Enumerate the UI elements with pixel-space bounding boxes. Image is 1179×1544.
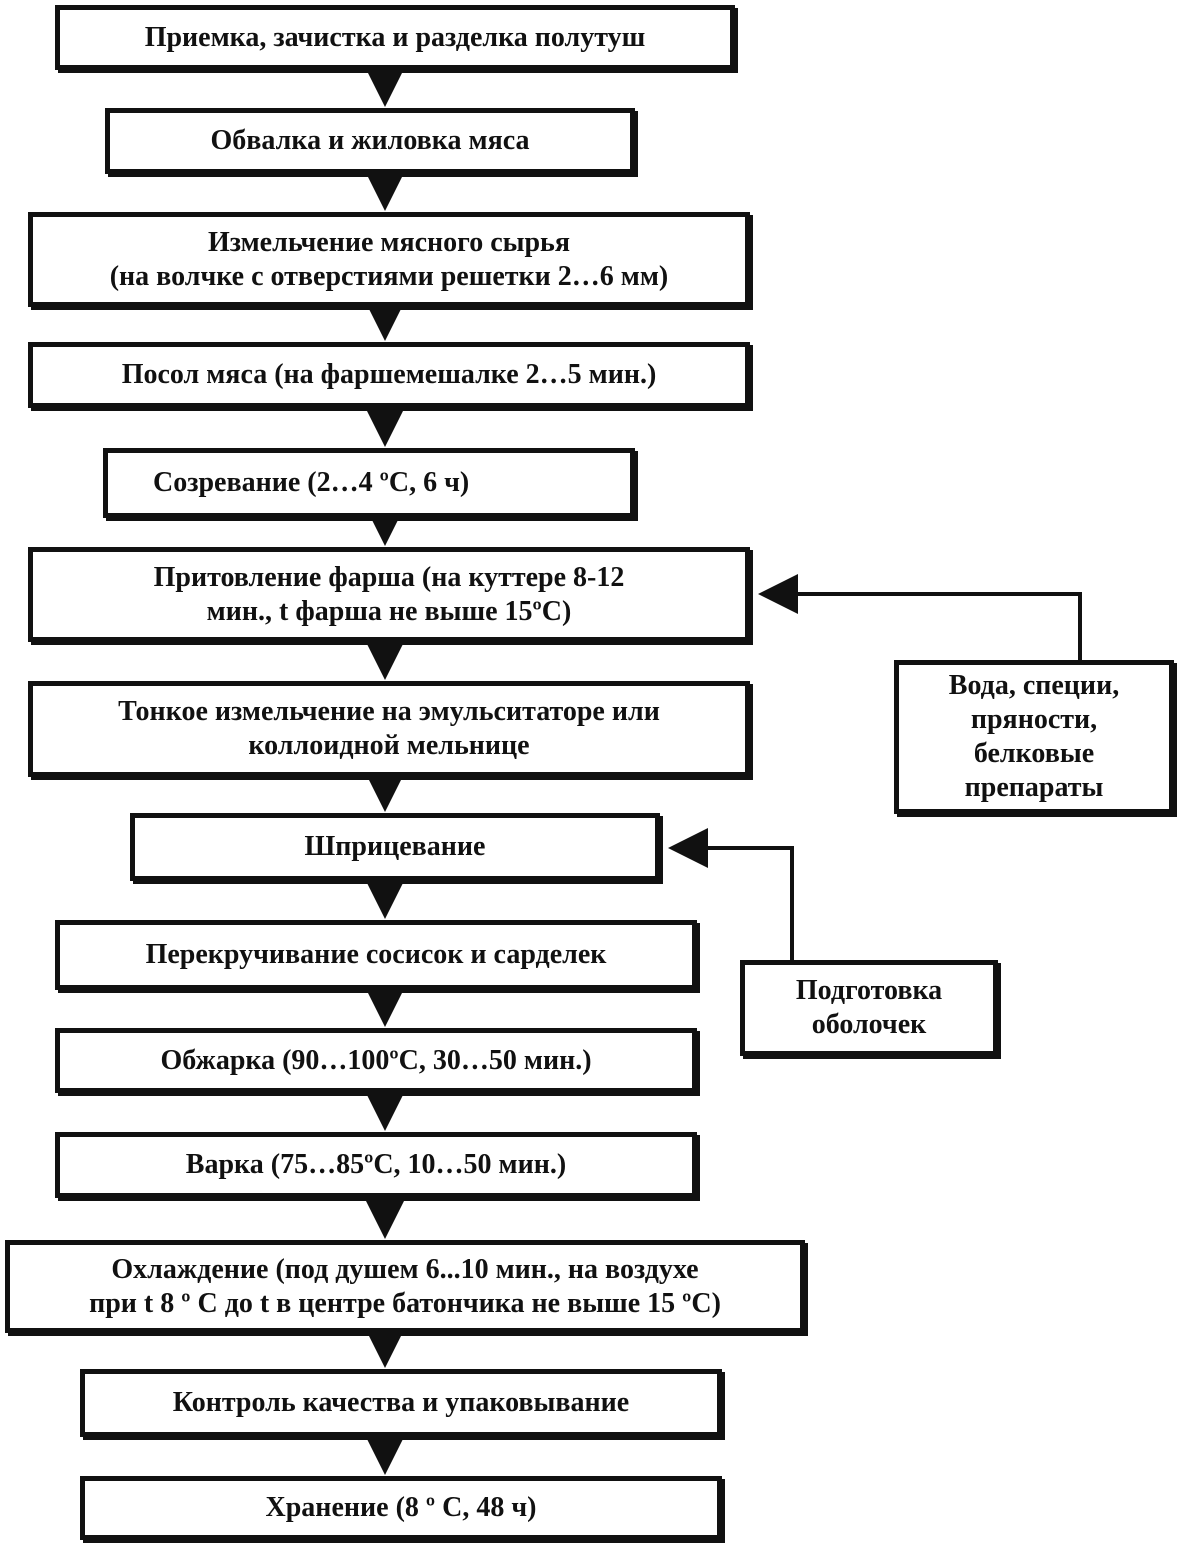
step-storage-line-1: Хранение (8 º С, 48 ч) <box>265 1492 537 1523</box>
side-input-water-spices-line-2: пряности, <box>970 704 1098 735</box>
step-maturation-line-1: Созревание (2…4 ºС, 6 ч) <box>153 467 470 498</box>
step-maturation: Созревание (2…4 ºС, 6 ч) <box>103 448 635 518</box>
step-quality-packaging-line-1: Контроль качества и упаковывание <box>172 1387 630 1418</box>
step-boiling-line-1: Варка (75…85ºС, 10…50 мин.) <box>185 1149 567 1180</box>
step-twisting-line-1: Перекручивание сосисок и сарделек <box>145 939 607 970</box>
side-input-water-spices-line-4: препараты <box>964 772 1104 803</box>
step-quality-packaging: Контроль качества и упаковывание <box>80 1369 722 1437</box>
step-mince-preparation-line-1: Притовление фарша (на куттере 8-12 <box>153 561 625 593</box>
step-stuffing: Шприцевание <box>130 813 660 881</box>
step-storage: Хранение (8 º С, 48 ч) <box>80 1476 722 1540</box>
step-grinding-line-1: Измельчение мясного сырья <box>207 226 571 258</box>
step-salting: Посол мяса (на фаршемешалке 2…5 мин.) <box>28 342 750 408</box>
side-input-water-spices-line-1: Вода, специи, <box>948 670 1120 701</box>
step-fine-grinding-line-2: коллоидной мельнице <box>248 730 530 761</box>
step-cooling-line-2: при t 8 º С до t в центре батончика не в… <box>89 1287 721 1319</box>
side-input-water-spices-line-3: белковые <box>973 738 1095 769</box>
step-fine-grinding-line-1: Тонкое измельчение на эмульситаторе или <box>118 696 660 727</box>
step-fine-grinding: Тонкое измельчение на эмульситаторе или … <box>28 681 750 777</box>
step-salting-line-1: Посол мяса (на фаршемешалке 2…5 мин.) <box>121 359 657 390</box>
side-input-casings-line-2: оболочек <box>811 1009 927 1040</box>
step-deboning-line-1: Обвалка и жиловка мяса <box>210 125 530 156</box>
arrow-casings-to-s8 <box>668 828 794 960</box>
side-input-water-spices: Вода, специи, пряности, белковые препара… <box>894 660 1174 814</box>
step-boiling: Варка (75…85ºС, 10…50 мин.) <box>55 1132 697 1198</box>
step-grinding-line-2: (на волчке с отверстиями решетки 2…6 мм) <box>109 260 669 292</box>
step-mince-preparation: Притовление фарша (на куттере 8-12 мин.,… <box>28 547 750 642</box>
arrow-water-spices-to-s6 <box>758 574 1082 660</box>
step-mince-preparation-line-2: мин., t фарша не выше 15ºС) <box>206 595 572 627</box>
step-twisting: Перекручивание сосисок и сарделек <box>55 920 697 990</box>
step-stuffing-line-1: Шприцевание <box>304 831 486 862</box>
step-cooling: Охлаждение (под душем 6...10 мин., на во… <box>5 1240 805 1333</box>
step-receiving: Приемка, зачистка и разделка полутуш <box>55 5 735 70</box>
step-receiving-line-1: Приемка, зачистка и разделка полутуш <box>144 21 646 53</box>
side-input-casings-line-1: Подготовка <box>795 975 943 1006</box>
side-input-casings: Подготовка оболочек <box>740 960 998 1056</box>
step-roasting-line-1: Обжарка (90…100ºС, 30…50 мин.) <box>160 1044 592 1076</box>
step-cooling-line-1: Охлаждение (под душем 6...10 мин., на во… <box>111 1253 699 1285</box>
step-roasting: Обжарка (90…100ºС, 30…50 мин.) <box>55 1028 697 1093</box>
step-deboning: Обвалка и жиловка мяса <box>105 108 635 174</box>
step-grinding: Измельчение мясного сырья (на волчке с о… <box>28 212 750 307</box>
